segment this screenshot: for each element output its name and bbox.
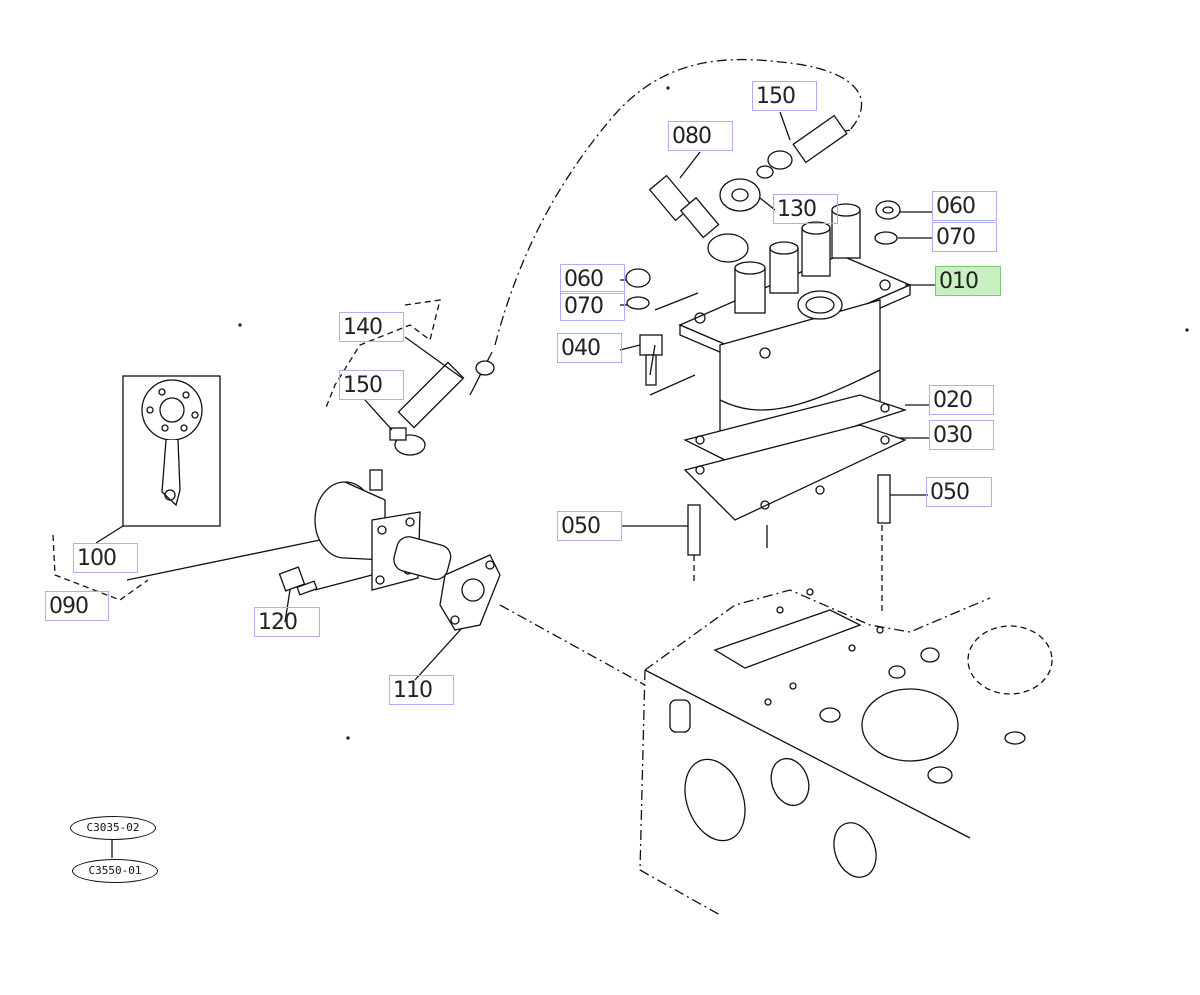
fuel-line-path	[494, 58, 863, 346]
stud-050-right-shape	[877, 474, 891, 524]
clamp-150-top-shape	[756, 114, 848, 179]
callout-050-left[interactable]: 050	[557, 511, 622, 541]
reference-label-2: C3550-01	[72, 859, 158, 883]
callout-120[interactable]: 120	[254, 607, 320, 637]
nut-060-right-shape	[875, 200, 901, 220]
stud-050-left-shape	[687, 504, 701, 556]
bolt-120-shape	[278, 566, 318, 596]
callout-060-right[interactable]: 060	[932, 191, 997, 221]
callout-060-left[interactable]: 060	[560, 264, 625, 294]
callout-140[interactable]: 140	[339, 312, 404, 342]
reference-label-1: C3035-02	[70, 816, 156, 840]
callout-030[interactable]: 030	[929, 420, 994, 450]
callout-010[interactable]: 010	[935, 266, 1001, 296]
gasket-110-shape	[439, 554, 501, 631]
callout-020[interactable]: 020	[929, 385, 994, 415]
callout-070-left[interactable]: 070	[560, 291, 625, 321]
gasket-030-shape	[683, 424, 907, 521]
callout-130[interactable]: 130	[773, 194, 838, 224]
callout-110[interactable]: 110	[389, 675, 454, 705]
callout-080[interactable]: 080	[668, 121, 733, 151]
washer-070-left-shape	[626, 296, 650, 310]
washer-070-right-shape	[874, 231, 898, 245]
fitting-080-shape	[648, 174, 749, 263]
hose-140-shape	[397, 360, 495, 429]
callout-150-top[interactable]: 150	[752, 81, 817, 111]
engine-block-shape	[639, 588, 1053, 916]
bolt-040-shape	[639, 334, 663, 386]
callout-100[interactable]: 100	[73, 543, 138, 573]
inset-gauge-100	[122, 375, 221, 527]
nut-060-left-shape	[625, 268, 651, 288]
callout-040[interactable]: 040	[557, 333, 622, 363]
callout-050-right[interactable]: 050	[926, 477, 992, 507]
callout-150-left[interactable]: 150	[339, 370, 404, 400]
clamp-150-left-shape	[389, 427, 426, 456]
callout-090[interactable]: 090	[45, 591, 109, 621]
bolt-130-shape	[719, 178, 761, 212]
feed-pump-shape	[314, 469, 452, 591]
callout-070-right[interactable]: 070	[932, 222, 997, 252]
